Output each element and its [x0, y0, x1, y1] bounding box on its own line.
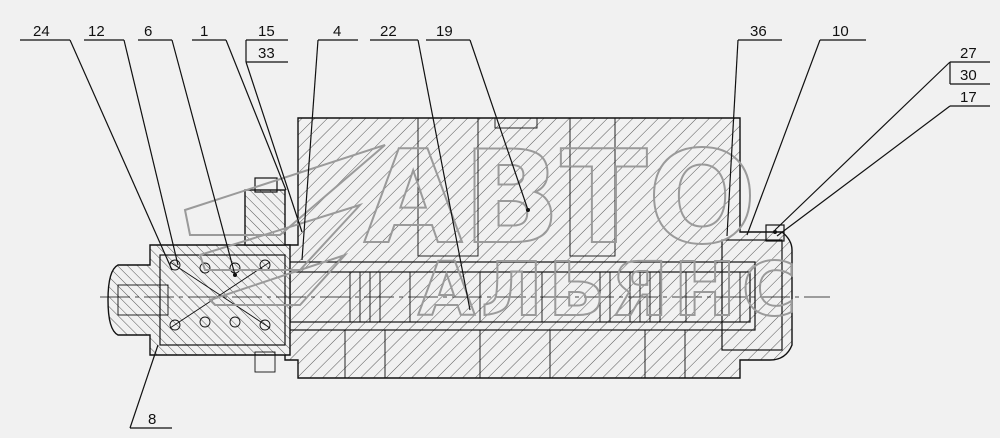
callout-17: 17 [960, 89, 977, 106]
valve-body [284, 117, 793, 379]
callout-8: 8 [148, 411, 156, 428]
watermark: АВТО АЛЬЯНС [183, 123, 802, 334]
watermark-logo-swoosh [183, 144, 386, 306]
callout-27: 27 [960, 45, 977, 62]
watermark-top: АВТО [364, 124, 757, 273]
callout-12: 12 [88, 23, 105, 40]
callout-labels: 24 12 6 1 15 33 4 22 19 36 10 27 30 17 8 [33, 23, 977, 428]
callout-6: 6 [144, 23, 152, 40]
spring [169, 259, 271, 331]
right-end-cap [721, 224, 785, 351]
callout-15: 15 [258, 23, 275, 40]
callout-24: 24 [33, 23, 50, 40]
callout-10: 10 [832, 23, 849, 40]
callout-30: 30 [960, 67, 977, 84]
callout-36: 36 [750, 23, 767, 40]
callout-19: 19 [436, 23, 453, 40]
leader-lines [20, 39, 990, 429]
callout-22: 22 [380, 23, 397, 40]
callout-1: 1 [200, 23, 208, 40]
watermark-bottom: АЛЬЯНС [418, 247, 802, 333]
callout-33: 33 [258, 45, 275, 62]
spring-housing [107, 244, 291, 373]
callout-4: 4 [333, 23, 341, 40]
